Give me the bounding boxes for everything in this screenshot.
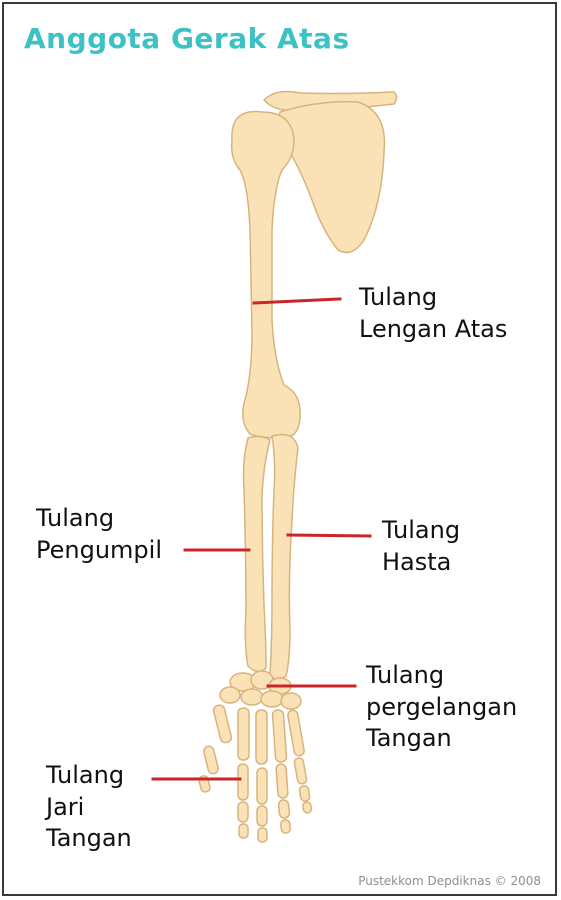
label-ulna-line-2: Hasta <box>382 547 460 579</box>
radius-bone <box>244 436 271 671</box>
label-humerus-line-1: Tulang <box>359 282 507 314</box>
copyright-credit: Pustekkom Depdiknas © 2008 <box>358 874 541 888</box>
carpal-bones <box>220 671 301 709</box>
label-radius-line-2: Pengumpil <box>36 535 162 567</box>
pointer-line-ulna <box>288 535 370 536</box>
label-ulna-line-1: Tulang <box>382 515 460 547</box>
label-humerus-line-2: Lengan Atas <box>359 314 507 346</box>
finger-bones <box>198 745 312 842</box>
label-radius: Tulang Pengumpil <box>36 503 162 566</box>
label-carpals-line-2: pergelangan <box>366 692 517 724</box>
label-carpals: Tulang pergelangan Tangan <box>366 660 517 755</box>
ulna-bone <box>270 435 298 680</box>
label-phalanges-line-2: Jari <box>46 792 132 824</box>
label-phalanges-line-3: Tangan <box>46 823 132 855</box>
metacarpal-bones <box>213 704 305 764</box>
label-carpals-line-1: Tulang <box>366 660 517 692</box>
label-ulna: Tulang Hasta <box>382 515 460 578</box>
label-phalanges-line-1: Tulang <box>46 760 132 792</box>
label-humerus: Tulang Lengan Atas <box>359 282 507 345</box>
humerus-bone <box>232 112 301 438</box>
scapula-bone <box>279 102 385 253</box>
label-phalanges: Tulang Jari Tangan <box>46 760 132 855</box>
label-carpals-line-3: Tangan <box>366 723 517 755</box>
label-radius-line-1: Tulang <box>36 503 162 535</box>
